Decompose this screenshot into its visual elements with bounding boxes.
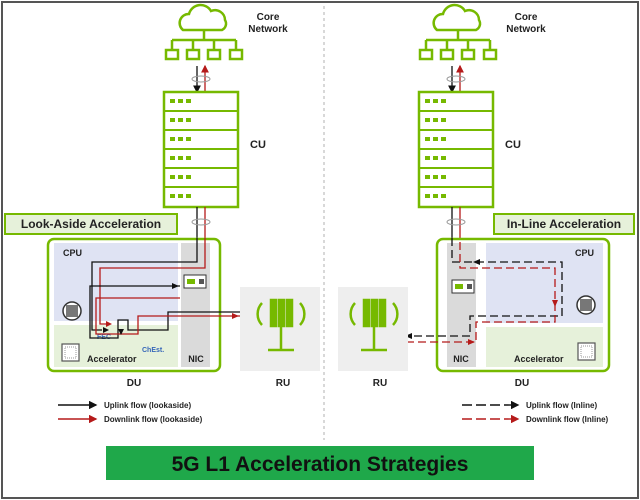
left-cu-server-icon [162,90,240,209]
right-accelerator-chip-icon [577,342,596,361]
right-uplink-flow [406,238,563,337]
left-cpu-label: CPU [63,248,82,258]
left-legend-uplink: Uplink flow (lookaside) [104,401,191,410]
left-core-label-1: Core [257,12,280,23]
left-cu-label: CU [250,139,266,151]
right-cloud-icon [418,3,498,61]
left-cpu-chip-icon [62,301,82,321]
left-accelerator-chip-icon [61,343,80,362]
left-link-ring [191,75,211,83]
right-nic-card-icon [451,279,475,294]
right-downlink-flow [406,238,556,343]
left-downlink-flow-a [99,238,206,325]
page-title: 5G L1 Acceleration Strategies [172,453,469,476]
right-du-label: DU [515,378,529,389]
left-core-label-2: Network [248,24,288,35]
left-nic-label: NIC [188,354,204,364]
right-ru-antenna-icon [349,298,399,352]
left-ru-antenna-icon [256,298,306,352]
right-link-ring-2 [446,218,466,226]
left-nic-card-icon [183,274,207,289]
right-cu-server-icon [417,90,495,209]
left-legend-downlink: Downlink flow (lookaside) [104,415,203,424]
left-panel: Core Network CU [4,3,320,424]
left-accelerator-label: Accelerator [87,354,137,364]
right-nic-label: NIC [453,354,469,364]
left-link-ring-2 [191,218,211,226]
left-cloud-icon [164,3,244,61]
title-banner [106,446,534,480]
left-uplink-flow-b [89,285,240,339]
left-du-label: DU [127,378,141,389]
right-ru-label: RU [373,378,387,389]
left-chest-label: ChEst. [142,347,164,354]
left-ru-label: RU [276,378,290,389]
right-accelerator-label: Accelerator [514,354,564,364]
left-strategy-box [4,213,178,235]
right-cpu-label: CPU [575,248,594,258]
left-uplink-flow-a [91,238,198,331]
right-legend-downlink: Downlink flow (Inline) [526,415,609,424]
right-link-ring [446,75,466,83]
right-nic-region [447,243,476,367]
right-cpu-chip-icon [576,295,596,315]
right-core-label-2: Network [506,24,546,35]
right-cu-label: CU [505,139,521,151]
left-downlink-flow-b [95,297,240,335]
right-legend-uplink: Uplink flow (Inline) [526,401,597,410]
right-core-label-1: Core [515,12,538,23]
right-strategy-box [493,213,635,235]
left-strategy-label: Look-Aside Acceleration [21,217,161,231]
right-panel: Core Network CU In-Line [338,3,635,424]
right-strategy-label: In-Line Acceleration [507,217,621,231]
